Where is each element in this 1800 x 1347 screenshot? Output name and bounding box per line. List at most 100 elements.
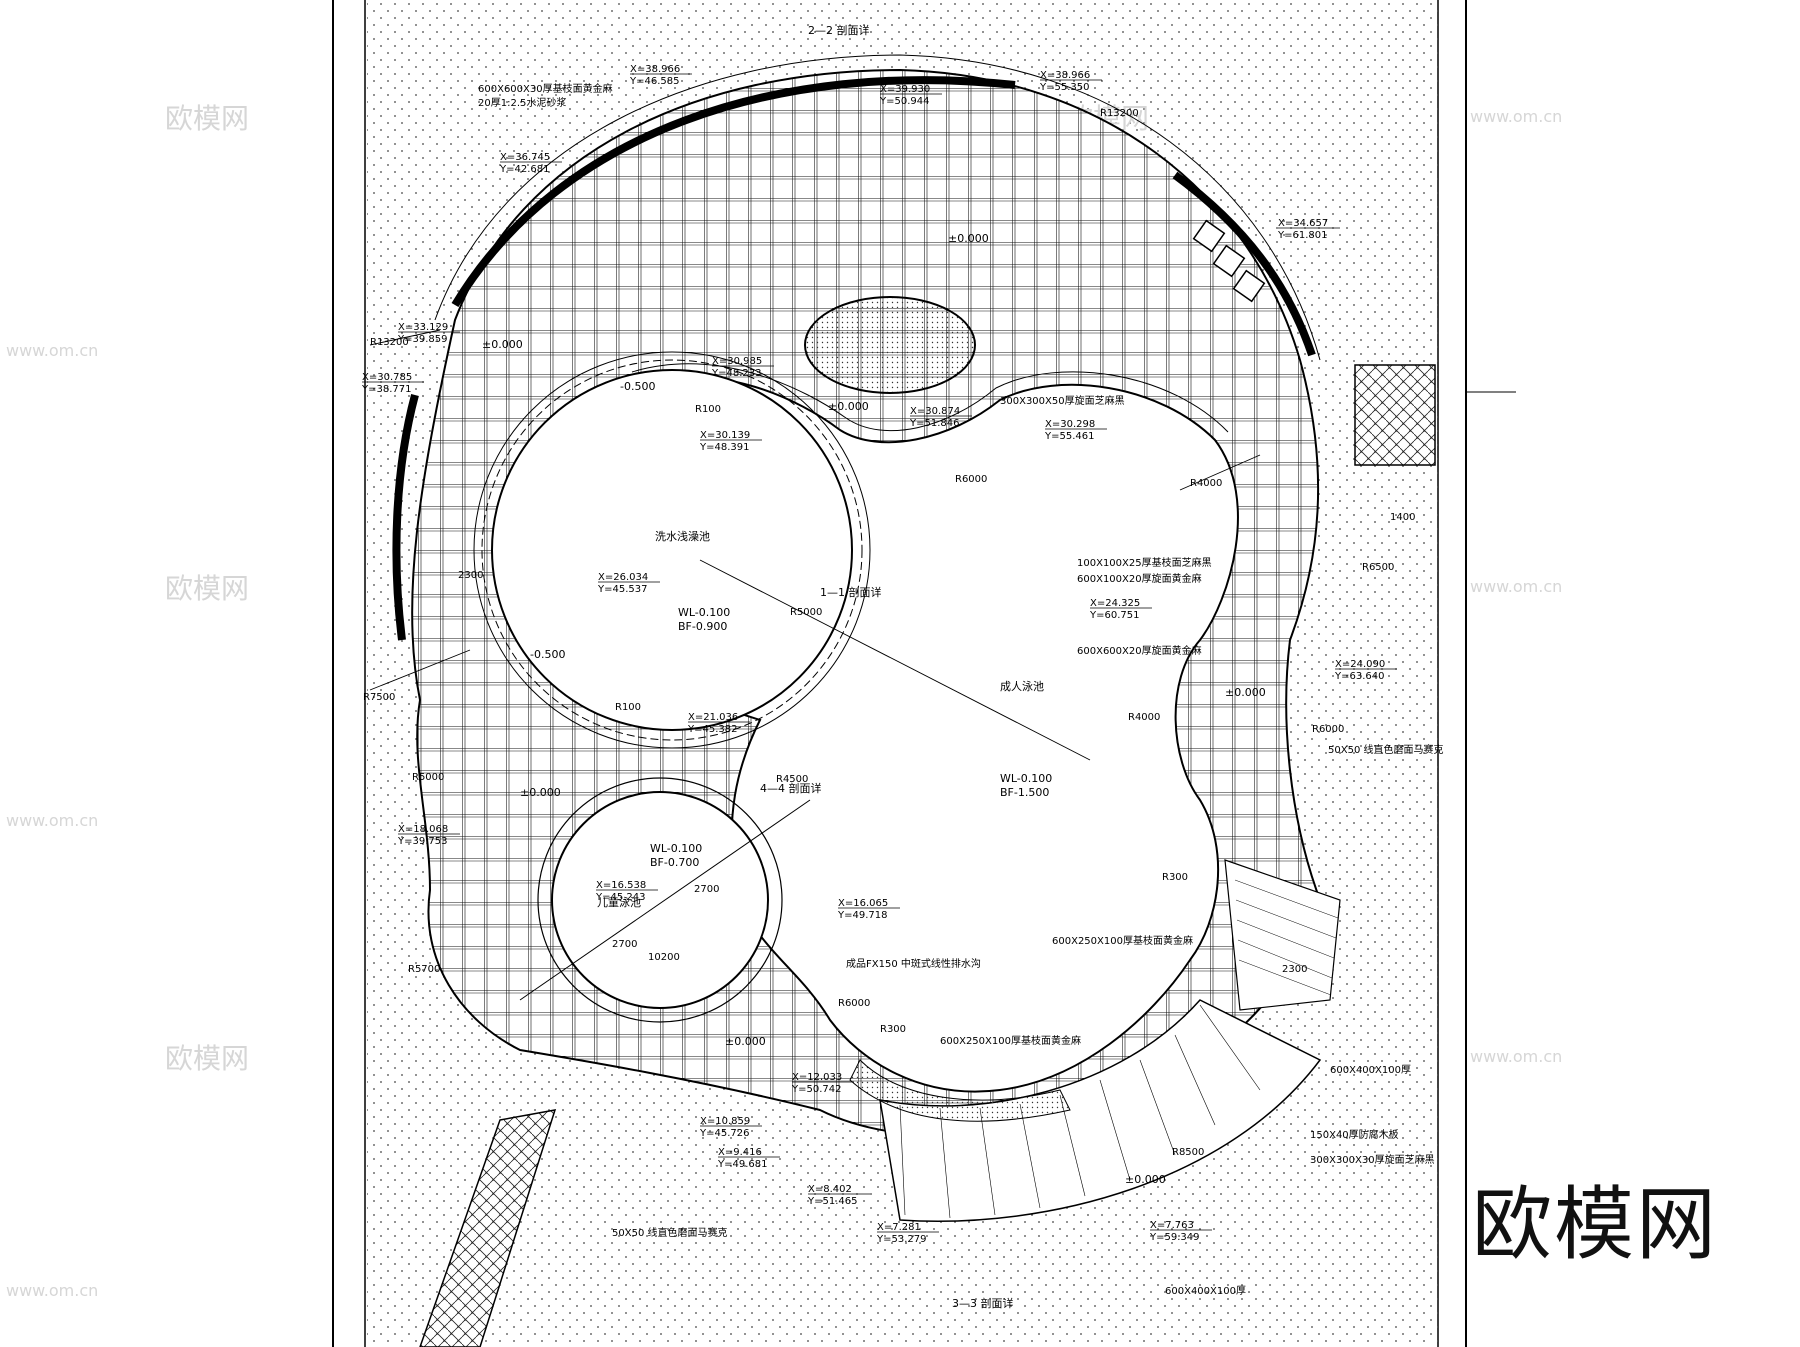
svg-text:1400: 1400 xyxy=(1390,512,1415,523)
paver-border xyxy=(434,54,1321,361)
svg-text:R13200: R13200 xyxy=(1100,108,1139,119)
svg-text:儿童泳池: 儿童泳池 xyxy=(597,895,641,909)
svg-text:欧模网: 欧模网 xyxy=(165,1042,249,1075)
planter-boxes xyxy=(1192,219,1266,303)
svg-text:WL-0.100: WL-0.100 xyxy=(650,842,702,855)
svg-text:R300: R300 xyxy=(880,1024,906,1035)
svg-text:成品FX150 中斑式线性排水沟: 成品FX150 中斑式线性排水沟 xyxy=(846,957,981,970)
svg-text:600X250X100厚基枝面黄金麻: 600X250X100厚基枝面黄金麻 xyxy=(1052,934,1193,947)
southwest-entry-path xyxy=(419,1109,557,1347)
svg-text:±0.000: ±0.000 xyxy=(520,786,561,799)
svg-text:R300: R300 xyxy=(1162,872,1188,883)
children-pool-coping xyxy=(537,777,783,1023)
svg-text:R100: R100 xyxy=(695,404,721,415)
bench-wall-west xyxy=(392,393,419,641)
svg-text:300X300X30厚旋面芝麻黑: 300X300X30厚旋面芝麻黑 xyxy=(1310,1153,1435,1166)
svg-text:2700: 2700 xyxy=(694,884,719,895)
svg-text:±0.000: ±0.000 xyxy=(482,338,523,351)
svg-text:10200: 10200 xyxy=(648,952,680,963)
sand-strip xyxy=(849,1059,1071,1122)
svg-text:2—2 剖面详: 2—2 剖面详 xyxy=(808,23,870,37)
wading-pool xyxy=(491,369,853,731)
svg-text:WL-0.100: WL-0.100 xyxy=(678,606,730,619)
children-pool-diameter xyxy=(519,799,811,1001)
svg-text:150X40厚防腐木板: 150X40厚防腐木板 xyxy=(1310,1128,1399,1141)
svg-text:R8500: R8500 xyxy=(1172,1147,1204,1158)
svg-text:±0.000: ±0.000 xyxy=(1125,1173,1166,1186)
wading-pool-dashed xyxy=(481,359,863,741)
svg-text:±0.000: ±0.000 xyxy=(948,232,989,245)
svg-text:R100: R100 xyxy=(615,702,641,713)
svg-text:WL-0.100: WL-0.100 xyxy=(1000,772,1052,785)
svg-text:2700: 2700 xyxy=(612,939,637,950)
svg-text:300X300X50厚旋面芝麻黑: 300X300X50厚旋面芝麻黑 xyxy=(1000,394,1125,407)
east-steps xyxy=(1224,859,1341,1011)
children-pool xyxy=(551,791,769,1009)
svg-text:欧模网: 欧模网 xyxy=(165,102,249,135)
svg-text:洗水浅澡池: 洗水浅澡池 xyxy=(655,530,710,543)
svg-text:R5700: R5700 xyxy=(408,964,440,975)
brand-logo-text: 欧模网 xyxy=(1472,1178,1718,1271)
leader-lines xyxy=(369,329,1261,761)
svg-text:BF-1.500: BF-1.500 xyxy=(1000,786,1049,799)
svg-text:600X400X100厚: 600X400X100厚 xyxy=(1165,1285,1246,1297)
east-entry-path xyxy=(1354,364,1436,466)
drawing-labels: 2—2 剖面详 1—1 剖面详 4—4 剖面详 3—3 剖面详 洗水浅澡池 成人… xyxy=(363,23,1443,1310)
svg-text:R6000: R6000 xyxy=(1312,724,1344,735)
svg-text:R4000: R4000 xyxy=(1128,712,1160,723)
svg-text:www.om.cn: www.om.cn xyxy=(1470,107,1562,126)
svg-text:20厚1:2.5水泥砂浆: 20厚1:2.5水泥砂浆 xyxy=(478,96,566,109)
svg-text:欧模网: 欧模网 xyxy=(165,572,249,605)
svg-text:R6000: R6000 xyxy=(955,474,987,485)
svg-text:R13200: R13200 xyxy=(370,337,409,348)
svg-text:R5000: R5000 xyxy=(790,607,822,618)
svg-text:100X100X25厚基枝面芝麻黑: 100X100X25厚基枝面芝麻黑 xyxy=(1077,556,1212,569)
svg-text:www.om.cn: www.om.cn xyxy=(6,811,98,830)
svg-text:600X100X20厚旋面黄金麻: 600X100X20厚旋面黄金麻 xyxy=(1077,572,1202,585)
svg-text:R7500: R7500 xyxy=(363,692,395,703)
svg-text:50X50 线直色磨面马赛克: 50X50 线直色磨面马赛克 xyxy=(612,1226,727,1239)
svg-text:BF-0.700: BF-0.700 xyxy=(650,856,699,869)
svg-text:www.om.cn: www.om.cn xyxy=(1470,577,1562,596)
svg-text:-0.500: -0.500 xyxy=(620,380,655,393)
svg-text:600X600X20厚旋面黄金麻: 600X600X20厚旋面黄金麻 xyxy=(1077,644,1202,657)
deck-radial-lines xyxy=(899,1004,1261,1219)
svg-text:±0.000: ±0.000 xyxy=(725,1035,766,1048)
svg-text:www.om.cn: www.om.cn xyxy=(6,341,98,360)
east-steps-lines xyxy=(1234,879,1339,996)
svg-text:±0.000: ±0.000 xyxy=(1225,686,1266,699)
svg-text:R4500: R4500 xyxy=(776,774,808,785)
svg-text:R5000: R5000 xyxy=(412,772,444,783)
svg-text:2300: 2300 xyxy=(458,570,483,581)
svg-text:BF-0.900: BF-0.900 xyxy=(678,620,727,633)
svg-text:成人泳池: 成人泳池 xyxy=(1000,679,1044,693)
svg-text:www.om.cn: www.om.cn xyxy=(6,1281,98,1300)
svg-text:600X400X100厚: 600X400X100厚 xyxy=(1330,1064,1411,1076)
svg-text:2300: 2300 xyxy=(1282,964,1307,975)
svg-text:600X250X100厚基枝面黄金麻: 600X250X100厚基枝面黄金麻 xyxy=(940,1034,1081,1047)
wading-pool-outer xyxy=(473,351,871,749)
svg-text:R6500: R6500 xyxy=(1362,562,1394,573)
svg-text:1—1 剖面详: 1—1 剖面详 xyxy=(820,585,882,599)
adult-pool-coping xyxy=(631,363,1229,433)
svg-text:-0.500: -0.500 xyxy=(530,648,565,661)
